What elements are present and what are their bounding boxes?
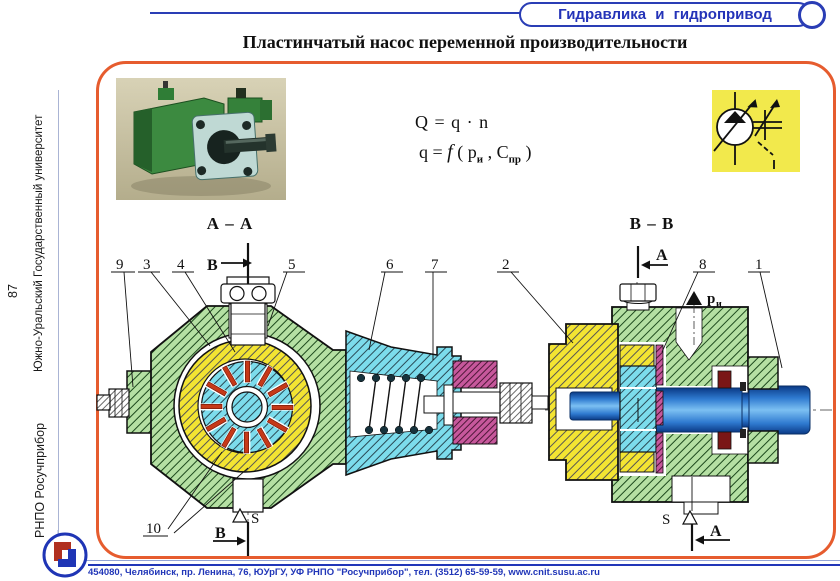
spring-seat bbox=[443, 384, 454, 426]
logo-red-shape bbox=[54, 542, 71, 561]
header-end-circle bbox=[798, 1, 826, 29]
callout-4: 4 bbox=[177, 257, 185, 273]
page-title: Пластинчатый насос переменной производит… bbox=[242, 32, 688, 52]
pump-photo bbox=[116, 78, 286, 200]
top-frame-line bbox=[150, 12, 524, 14]
header-pill: Гидравлика и гидропривод bbox=[519, 2, 811, 27]
content-border bbox=[96, 61, 836, 559]
distributor-plate bbox=[655, 344, 664, 474]
page-number: 87 bbox=[6, 284, 20, 298]
section-mark-b-bottom: В bbox=[213, 522, 250, 556]
logo-blue-shape bbox=[58, 549, 76, 567]
shaft-seals bbox=[717, 370, 746, 450]
course-title: Гидравлика и гидропривод bbox=[558, 6, 772, 23]
drain-port-bb bbox=[671, 475, 731, 503]
push-rod bbox=[423, 395, 447, 414]
formula-flow: Q = q · n bbox=[415, 112, 490, 132]
sidebar-line bbox=[58, 90, 59, 534]
pressure-channel bbox=[675, 307, 703, 361]
suction-port-aa bbox=[232, 478, 264, 513]
callout-7: 7 bbox=[431, 257, 439, 273]
drain-mark-s-bb: S bbox=[662, 509, 699, 528]
compression-spring bbox=[356, 373, 434, 435]
callout-leaders-aa bbox=[111, 271, 447, 537]
photo-shadow bbox=[131, 176, 271, 196]
drain-mark-s-aa: S bbox=[231, 507, 259, 527]
section-mark-a-bottom: А bbox=[690, 477, 730, 551]
svg-text:А: А bbox=[656, 247, 668, 264]
section-bb: В – В bbox=[497, 214, 832, 551]
svg-text:В: В bbox=[207, 257, 218, 274]
callout-5: 5 bbox=[288, 257, 296, 273]
section-bb-title: В – В bbox=[630, 214, 675, 233]
drive-shaft-section bbox=[231, 391, 263, 423]
callout-6: 6 bbox=[386, 257, 394, 273]
callout-8: 8 bbox=[699, 257, 707, 273]
top-fitting-bb bbox=[619, 283, 657, 311]
drive-shaft bbox=[569, 385, 811, 435]
pressure-mark: p и bbox=[686, 291, 722, 348]
callout-9: 9 bbox=[116, 257, 124, 273]
svg-text:S: S bbox=[251, 511, 259, 527]
svg-text:p: p bbox=[707, 291, 715, 307]
cross-section-diagram: А – А bbox=[96, 214, 832, 556]
hydraulic-symbol-box bbox=[712, 90, 800, 172]
bearing-nose-top bbox=[747, 356, 779, 390]
port-plate-bottom bbox=[619, 451, 655, 473]
bearing-nose-bottom bbox=[747, 430, 779, 464]
section-mark-b-top: В bbox=[207, 243, 252, 284]
function-symbol: f bbox=[447, 141, 453, 163]
port-plate-top bbox=[619, 344, 655, 367]
adjusting-screw bbox=[452, 360, 556, 445]
drain-port-outlet bbox=[683, 501, 719, 515]
footer-line-thick bbox=[88, 564, 840, 566]
shaft-end-aa bbox=[96, 388, 130, 418]
section-aa: А – А bbox=[96, 214, 556, 556]
svg-text:В: В bbox=[215, 525, 226, 542]
formula-displacement: q = f ( pи , Cпр ) bbox=[419, 141, 532, 166]
svg-text:S: S bbox=[662, 512, 670, 528]
pump-body-photo bbox=[133, 81, 277, 181]
callout-3: 3 bbox=[143, 257, 151, 273]
top-fitting-aa bbox=[220, 276, 276, 346]
callout-10: 10 bbox=[146, 521, 161, 537]
footer-line-thin bbox=[60, 560, 840, 561]
callout-1: 1 bbox=[755, 257, 763, 273]
section-aa-title: А – А bbox=[207, 214, 254, 233]
sidebar-org-label: РНПО Росучприбор bbox=[33, 422, 47, 538]
svg-text:и: и bbox=[716, 299, 722, 310]
rosuchpribor-logo bbox=[42, 530, 88, 578]
callout-2: 2 bbox=[502, 257, 510, 273]
svg-text:А: А bbox=[710, 523, 722, 540]
callout-leaders-bb bbox=[497, 271, 783, 369]
footer-address: 454080, Челябинск, пр. Ленина, 76, ЮУрГУ… bbox=[88, 567, 600, 578]
variable-pump-symbol-icon bbox=[713, 92, 782, 169]
section-mark-a-top: А bbox=[636, 246, 668, 278]
sidebar-university-label: Южно-Уральский Государственный университ… bbox=[33, 114, 45, 372]
